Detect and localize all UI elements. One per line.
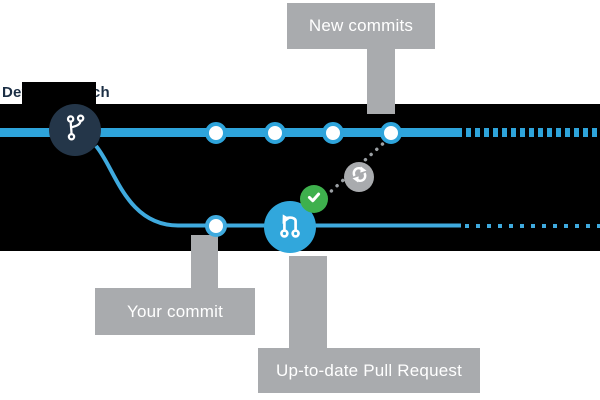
new-commits-connector [367,49,395,114]
git-branch-icon [60,113,90,148]
feature-branch-curve [94,144,461,228]
main-branch-line [0,128,462,137]
pull-request-icon [274,209,306,246]
check-icon [304,187,324,212]
main-branch-line-dashed [466,128,600,137]
main-commit-node [264,122,286,144]
your-commit-node [205,215,227,237]
feature-branch-line-dotted [465,224,600,228]
sync-badge [344,162,374,192]
new-commits-label: New commits [308,16,414,35]
pull-request-connector [289,256,327,348]
your-commit-callout: Your commit [95,288,255,335]
new-commits-callout: New commits [287,3,435,49]
sync-icon [349,164,370,190]
approved-badge [300,185,328,213]
your-commit-connector [191,235,218,288]
label-occluder-box [22,82,96,104]
your-commit-label: Your commit [126,301,224,321]
branch-start-node [49,104,101,156]
main-commit-node [322,122,344,144]
main-commit-node [205,122,227,144]
pull-request-label: Up-to-date Pull Request [275,360,463,380]
pull-request-callout: Up-to-date Pull Request [258,348,480,393]
main-commit-node [380,122,402,144]
